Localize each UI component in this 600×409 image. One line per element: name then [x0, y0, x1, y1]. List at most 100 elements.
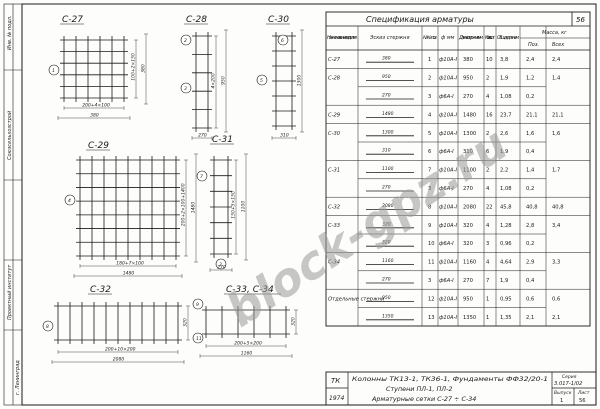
spec-cell-mpos: 2,1	[526, 315, 534, 321]
spec-cell-mall: 21,1	[552, 112, 564, 118]
spec-cell-pos: 3	[428, 94, 431, 100]
spec-cell-cnt: 2	[486, 168, 489, 174]
spec-cell-sketch: 1300	[382, 129, 394, 135]
spec-h-dia: ф мм	[441, 35, 455, 41]
mesh-c29	[76, 156, 180, 260]
spec-cell-pos: 1	[428, 57, 431, 63]
title-year: 1974	[329, 395, 344, 402]
dim-c32-h-label: 320	[183, 318, 189, 327]
spec-cell-mall: 3,4	[552, 223, 561, 229]
spec-cell-mall: 3,3	[552, 260, 560, 266]
dim-c33-w-label: 1160	[241, 351, 253, 357]
mesh-c28	[192, 32, 212, 132]
spec-cell-mark: С-30	[328, 131, 341, 137]
spec-cell-cnt: 16	[486, 112, 493, 118]
spec-cell-dia: ф6А-I	[439, 278, 454, 284]
spec-cell-tot: 2,6	[500, 131, 508, 137]
callout-c31a-num: 7	[200, 174, 203, 180]
dim-c30-w-label: 310	[280, 133, 289, 139]
spec-cell-mpos: 2,8	[526, 223, 534, 229]
spec-cell-len: 2080	[463, 204, 476, 210]
spec-cell-len: 1350	[463, 315, 476, 321]
spec-cell-mpos: 0,2	[526, 94, 534, 100]
spec-cell-tot: 4,64	[500, 260, 512, 266]
left-stamp	[3, 3, 23, 406]
spec-cell-tot: 1,08	[500, 94, 512, 100]
mesh-c31	[210, 156, 232, 258]
dim-c32-w	[51, 360, 185, 364]
spec-cell-dia: ф10А-I	[439, 168, 457, 174]
spec-cell-dia: ф6А-I	[439, 186, 454, 192]
dim-c32-w-label: 2080	[113, 357, 125, 363]
mesh-c32	[54, 302, 182, 344]
dim-c28-h-label: 950	[221, 76, 227, 85]
title-org: ТК	[331, 377, 341, 385]
dim-c33-h	[294, 309, 298, 335]
spec-cell-pos: 3	[428, 186, 431, 192]
dim-c32-inner-label: 200+10×200	[105, 347, 136, 353]
spec-cell-pos: 7	[428, 168, 431, 174]
label-c3334: С-33, С-34	[226, 285, 274, 295]
spec-h-mark: Наимено-вание изделия	[327, 35, 357, 41]
spec-cell-mall: 0,6	[552, 296, 560, 302]
spec-cell-sketch: 320	[382, 240, 391, 246]
label-c29: С-29	[88, 141, 109, 151]
spec-cell-pos: 11	[428, 260, 435, 266]
spec-cell-pos: 8	[428, 204, 431, 210]
spec-cell-mpos: 0,2	[526, 186, 534, 192]
callout-c31b	[215, 258, 227, 270]
title-frame	[325, 371, 597, 406]
spec-h-pos: №№ поз.	[422, 35, 437, 41]
spec-cell-tot: 3,8	[500, 57, 508, 63]
label-c28: С-28	[186, 15, 207, 25]
spec-cell-sketch: 1350	[382, 313, 394, 319]
callout-c33a-num: 9	[196, 302, 199, 308]
callout-c33b	[192, 332, 204, 344]
spec-cell-cnt: 4	[486, 223, 490, 229]
spec-cell-mark: Отдельные стержни	[328, 296, 385, 302]
title-series: 3.017-1/02	[554, 381, 582, 387]
spec-cell-sketch: 950	[382, 74, 391, 80]
callout-c32	[42, 320, 54, 332]
spec-cell-mall: 2,1	[552, 315, 560, 321]
title-stage-label: Серия	[562, 374, 577, 380]
spec-cell-len: 1480	[463, 112, 476, 118]
spec-cell-sketch: 1480	[382, 111, 394, 117]
callout-c28a	[180, 34, 192, 46]
spec-cell-tot: 1,9	[500, 76, 508, 82]
spec-cell-cnt: 4	[486, 186, 490, 192]
dim-c27-h-label: 380	[141, 64, 147, 73]
dim-c29-inner-label: 180+7×100	[116, 261, 144, 267]
dim-c33-w	[199, 354, 293, 358]
spec-cell-mark: С-28	[328, 76, 341, 82]
spec-cell-len: 950	[463, 76, 473, 82]
dim-c28-w-label: 270	[198, 133, 207, 139]
dim-c30-w	[271, 136, 297, 140]
spec-cell-len: 1160	[463, 260, 476, 266]
label-c32: С-32	[90, 285, 111, 295]
callout-c28b-num: 3	[184, 86, 187, 92]
spec-cell-sketch: 310	[382, 148, 391, 154]
callout-c29-num: 4	[68, 198, 71, 204]
callout-c31b-num: 3	[219, 262, 222, 268]
spec-h-count: Кол-во шт	[485, 35, 496, 41]
mesh-c3334	[202, 306, 290, 338]
title-sheet: 56	[579, 398, 586, 404]
spec-cell-mark: С-27	[328, 57, 341, 63]
spec-cell-sketch: 270	[382, 277, 391, 283]
spec-cell-mall: 40,8	[552, 204, 564, 210]
spec-cell-mall: 1,4	[552, 76, 561, 82]
dim-c27-inner	[63, 106, 125, 110]
callout-c30b	[277, 34, 289, 46]
spec-cell-pos: 6	[428, 149, 431, 155]
spec-cell-len: 270	[463, 186, 473, 192]
spec-cell-dia: ф6А-I	[439, 149, 454, 155]
spec-cell-len: 1300	[463, 131, 476, 137]
title-line3: Арматурные сетки С-27 ÷ С-34	[371, 395, 476, 403]
dim-c28-b-label: 4×200	[211, 73, 217, 88]
label-c27: С-27	[62, 15, 83, 25]
spec-cell-sketch: 270	[382, 185, 391, 191]
dim-c33-inner-label: 200+5×200	[234, 341, 262, 347]
dim-c31-a-label: 150+5×150	[231, 191, 237, 219]
